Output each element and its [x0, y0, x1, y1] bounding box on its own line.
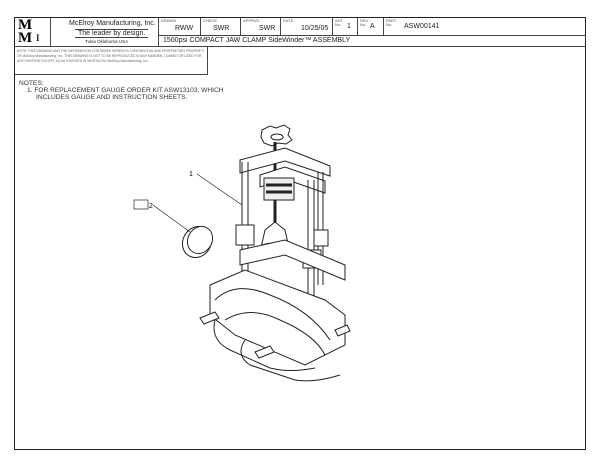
- confidentiality-notice: NOTE: THIS DRAWING AND THE INFORMATION C…: [15, 47, 208, 75]
- drawing-title: 1500psi COMPACT JAW CLAMP SideWinder™ AS…: [163, 37, 351, 44]
- check-value: SWR: [213, 25, 230, 32]
- callout-2: 2: [149, 203, 153, 210]
- check-cell: CHECK SWR: [201, 18, 241, 36]
- sheet-cell: SHT No. 1: [333, 18, 358, 36]
- handwheel: [260, 124, 293, 147]
- tagline: The leader by design.: [75, 29, 149, 38]
- approved-value: SWR: [259, 25, 276, 32]
- sheet-value: 1: [347, 23, 351, 30]
- callout-1: 1: [189, 171, 193, 178]
- note-1-cont: INCLUDES GAUGE AND INSTRUCTION SHEETS.: [36, 94, 188, 101]
- check-label: CHECK: [203, 18, 218, 23]
- drawn-label: DRAWN: [161, 18, 176, 23]
- part-label: PART No.: [386, 18, 397, 27]
- note-1: 1. FOR REPLACEMENT GAUGE ORDER KIT ASW13…: [27, 87, 224, 94]
- drawn-value: RWW: [175, 25, 194, 32]
- location: Tulsa Oklahoma USA: [85, 39, 129, 44]
- notes: NOTES: 1. FOR REPLACEMENT GAUGE ORDER KI…: [19, 80, 224, 101]
- pressure-gauge: [181, 225, 214, 259]
- date-value: 10/25/05: [301, 25, 329, 32]
- company-cell: McElroy Manufacturing, Inc. The leader b…: [51, 18, 159, 47]
- part-number: ASW00141: [404, 23, 440, 30]
- company-name: McElroy Manufacturing, Inc.: [69, 20, 156, 27]
- rev-value: A: [370, 23, 375, 30]
- date-cell: DATE 10/25/05: [281, 18, 333, 36]
- drawn-cell: DRAWN RWW: [159, 18, 201, 36]
- approved-label: APPRVD: [243, 18, 260, 23]
- part-cell: PART No. ASW00141: [384, 18, 586, 36]
- notes-heading: NOTES:: [19, 80, 44, 87]
- rev-cell: REV No. A: [358, 18, 384, 36]
- sheet-label: SHT No.: [335, 18, 343, 27]
- date-label: DATE: [283, 18, 294, 23]
- title-cell: 1500psi COMPACT JAW CLAMP SideWinder™ AS…: [159, 36, 586, 47]
- approved-cell: APPRVD SWR: [241, 18, 281, 36]
- rev-label: REV No.: [360, 18, 369, 27]
